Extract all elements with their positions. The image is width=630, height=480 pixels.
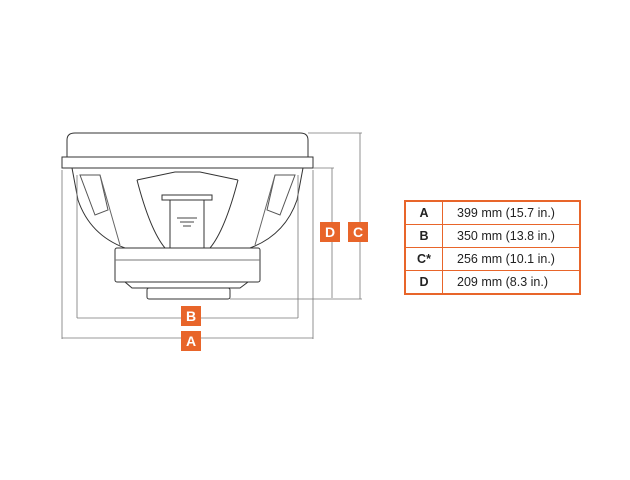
dimension-key: D: [404, 270, 443, 295]
dimension-lines: [61, 132, 362, 339]
dimension-value: 399 mm (15.7 in.): [442, 200, 581, 225]
dimension-value: 209 mm (8.3 in.): [442, 270, 581, 295]
dimension-label-d: D: [320, 222, 340, 242]
dimension-label-b: B: [181, 306, 201, 326]
dimension-label-c: C: [348, 222, 368, 242]
dimension-value: 350 mm (13.8 in.): [442, 224, 581, 248]
dimension-label-a: A: [181, 331, 201, 351]
dimension-key: B: [404, 224, 443, 248]
table-row: C*256 mm (10.1 in.): [404, 247, 581, 271]
dimension-key: A: [404, 200, 443, 225]
speaker-outline: [61, 132, 314, 300]
dimension-key: C*: [404, 247, 443, 271]
dimension-value: 256 mm (10.1 in.): [442, 247, 581, 271]
